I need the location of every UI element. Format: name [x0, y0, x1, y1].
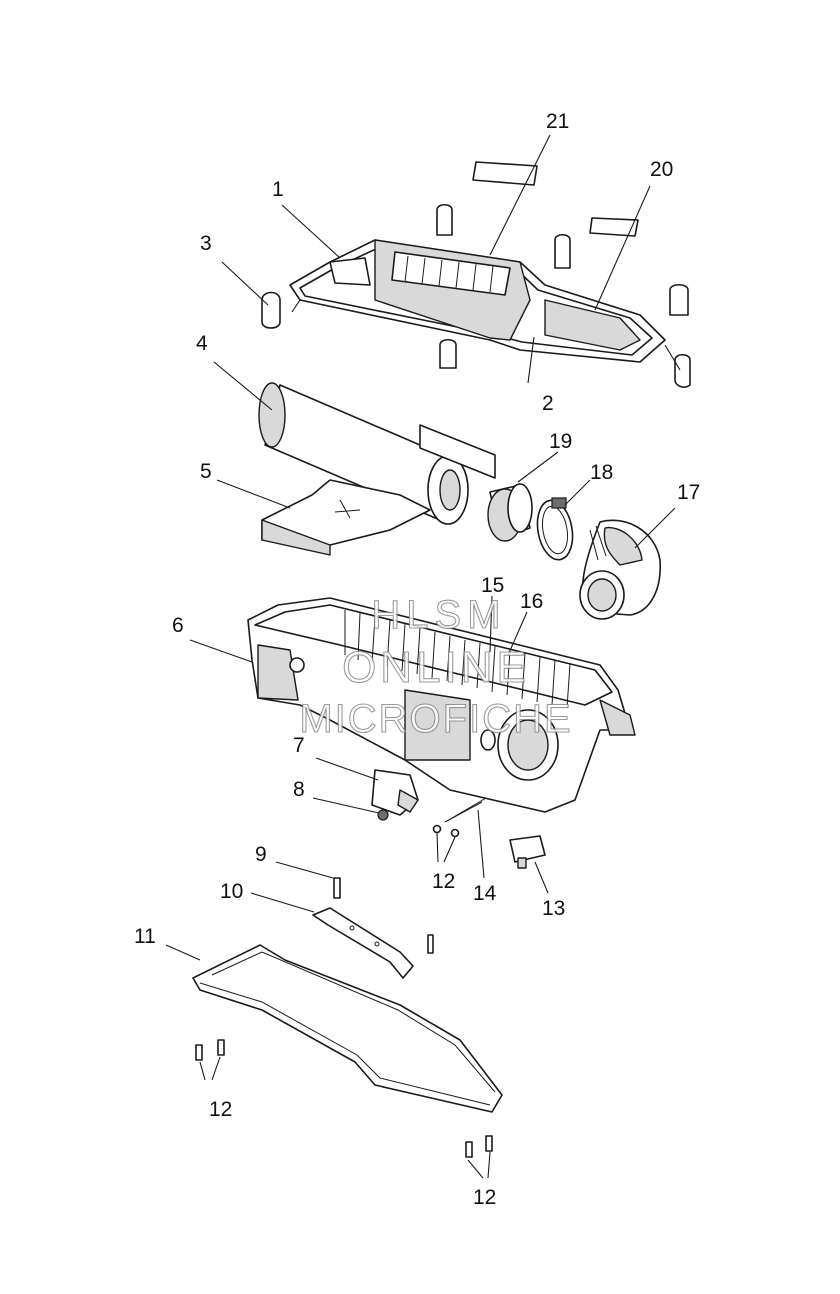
- callout-21: 21: [546, 110, 569, 133]
- callout-10: 10: [220, 880, 243, 903]
- bottom-panel: [192, 944, 503, 1113]
- callout-20: 20: [650, 158, 673, 181]
- fitting: [509, 835, 546, 869]
- callout-18: 18: [590, 461, 613, 484]
- watermark-line3: MICROFICHE: [299, 697, 572, 741]
- callout-1: 1: [272, 178, 284, 201]
- callout-12c: 12: [473, 1186, 496, 1209]
- bottom-rivets: [195, 1039, 493, 1158]
- callout-13: 13: [542, 897, 565, 920]
- callout-7: 7: [293, 734, 305, 757]
- rivet-9: [333, 877, 341, 899]
- cover-clips: [261, 203, 691, 388]
- callout-16: 16: [520, 590, 543, 613]
- sensor: [371, 769, 419, 816]
- airbox-cover: [289, 239, 666, 363]
- filter-plate: [261, 424, 496, 556]
- leader-lines: [165, 134, 681, 1179]
- callout-4: 4: [196, 332, 208, 355]
- callout-12b: 12: [209, 1098, 232, 1121]
- callout-3: 3: [200, 232, 212, 255]
- screw-8: [377, 809, 389, 821]
- airbox-housing: [247, 597, 636, 813]
- air-filter: [258, 382, 469, 525]
- decal-21: [472, 161, 538, 186]
- callout-11: 11: [134, 925, 156, 948]
- callout-12a: 12: [432, 870, 455, 893]
- hose-clamp: [536, 497, 574, 561]
- callout-17: 17: [677, 481, 700, 504]
- bracket: [312, 907, 414, 979]
- decals: [472, 161, 639, 237]
- intake-boot: [579, 519, 661, 620]
- watermark: HLSM ONLINE MICROFICHE: [299, 592, 572, 741]
- callout-8: 8: [293, 778, 305, 801]
- callout-9: 9: [255, 843, 267, 866]
- callout-2: 2: [542, 392, 554, 415]
- callout-14: 14: [473, 882, 497, 905]
- callout-15: 15: [481, 574, 504, 597]
- decal-20: [589, 217, 639, 237]
- rivet-near-bracket: [427, 934, 434, 954]
- callout-6: 6: [172, 614, 184, 637]
- watermark-line2: ONLINE: [342, 643, 530, 692]
- coupler-sleeve: [487, 483, 533, 542]
- callout-5: 5: [200, 460, 212, 483]
- small-fasteners: [432, 797, 487, 838]
- callout-labels: 1 2 3 4 5 6 7 8 9 10 11 12 12 12 13 14 1…: [134, 110, 700, 1209]
- callout-19: 19: [549, 430, 572, 453]
- watermark-line1: HLSM: [371, 593, 506, 637]
